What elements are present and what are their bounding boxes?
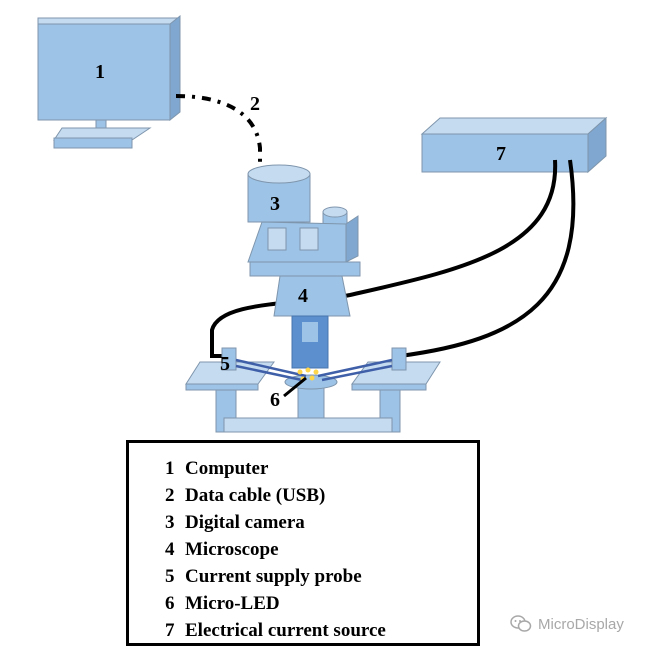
legend-item: 5 Current supply probe: [165, 563, 477, 590]
label-2: 2: [250, 93, 260, 115]
microscope: 4: [247, 206, 361, 369]
label-3: 3: [270, 193, 280, 215]
source-top: [420, 117, 608, 135]
digital-camera: 3: [247, 164, 311, 223]
legend-item-number: 2: [165, 485, 175, 506]
label-5: 5: [220, 353, 230, 375]
led-dot-2: [305, 367, 311, 373]
watermark-text: MicroDisplay: [538, 615, 624, 633]
led-dot-3: [313, 369, 319, 375]
probe-needle-left-2: [235, 364, 303, 382]
label-6: 6: [270, 389, 280, 411]
microscope-head: [247, 221, 347, 263]
legend-item-text: Microscope: [185, 539, 279, 560]
microscope-body: [249, 261, 361, 277]
legend-item: 4 Microscope: [165, 536, 477, 563]
stage: [185, 361, 441, 433]
viewing-window-2: [299, 227, 319, 251]
watermark: MicroDisplay: [510, 613, 624, 635]
probe-needle-right-2: [321, 364, 393, 382]
legend-box: 1 Computer 2 Data cable (USB) 3 Digital cam…: [126, 440, 480, 646]
label-4: 4: [298, 285, 308, 307]
legend-item: 2 Data cable (USB): [165, 482, 477, 509]
micro-led: 6: [270, 367, 319, 411]
legend-item-number: 4: [165, 539, 175, 560]
source-front: [421, 133, 589, 173]
legend-item-number: 3: [165, 512, 175, 533]
stage-base: [223, 417, 393, 433]
current-source: 7: [420, 116, 608, 174]
monitor-side: [169, 14, 181, 122]
probe-needle-left-1: [235, 358, 307, 378]
probe-needle-right-1: [317, 358, 393, 378]
legend-item-text: Digital camera: [185, 512, 305, 533]
led-pointer: [283, 376, 307, 398]
probe-holder-right: [391, 347, 407, 371]
led-dot-1: [297, 369, 303, 375]
legend-item-text: Data cable (USB): [185, 485, 326, 506]
wire-left: [210, 159, 558, 358]
legend-item-text: Computer: [185, 458, 269, 479]
legend-item-text: Electrical current source: [185, 620, 386, 641]
objective-highlight: [302, 322, 318, 342]
microscope-head-side: [345, 215, 359, 263]
probe-holder-left: [221, 347, 237, 371]
legend-list: 1 Computer 2 Data cable (USB) 3 Digital cam…: [129, 443, 477, 644]
microscope-nose: [273, 275, 351, 317]
legend-item: 7 Electrical current source: [165, 617, 477, 644]
monitor-base: [53, 137, 133, 149]
stage-platform-right-edge: [351, 383, 427, 391]
objective-column: [291, 315, 329, 369]
legend-item-number: 6: [165, 593, 175, 614]
stage-platform-left-edge: [185, 383, 259, 391]
camera-top: [247, 164, 311, 184]
led-dot-4: [309, 375, 315, 381]
legend-item: 1 Computer: [165, 455, 477, 482]
usb-cable: [175, 94, 262, 168]
legend-item-text: Micro-LED: [185, 593, 280, 614]
legend-item-number: 5: [165, 566, 175, 587]
label-7: 7: [496, 143, 506, 165]
legend-item-number: 1: [165, 458, 175, 479]
legend-item: 6 Micro-LED: [165, 590, 477, 617]
label-1: 1: [95, 61, 105, 83]
legend-item: 3 Digital camera: [165, 509, 477, 536]
eyepiece-top: [322, 206, 348, 218]
wechat-icon: [510, 615, 532, 632]
legend-item-number: 7: [165, 620, 175, 641]
viewing-window-1: [267, 227, 287, 251]
stage-pillar: [297, 383, 325, 419]
legend-item-text: Current supply probe: [185, 566, 362, 587]
wire-right: [399, 159, 576, 358]
current-supply-probe: 5: [220, 347, 407, 382]
monitor-screen: [37, 23, 171, 121]
computer: 1: [37, 14, 181, 149]
